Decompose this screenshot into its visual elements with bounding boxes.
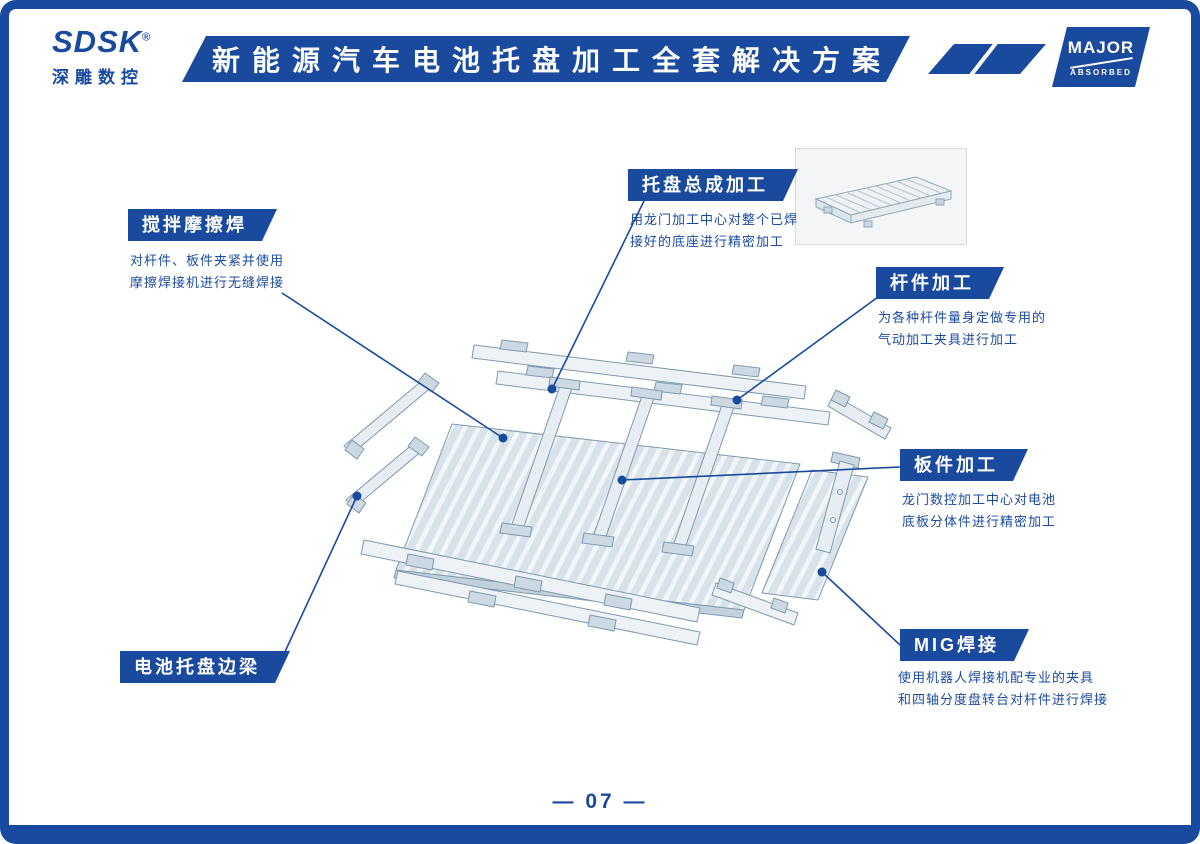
right-bracket-rail xyxy=(827,389,892,440)
bottom-rail-1 xyxy=(360,539,701,623)
leader-line-tray-assembly xyxy=(551,200,645,390)
callout-title-plate-machining: 板件加工 xyxy=(900,449,1028,481)
diagram-parts xyxy=(343,339,892,646)
right-vertical-beam xyxy=(815,451,861,554)
bottom-rail-2 xyxy=(394,570,701,646)
leader-line-plate-machining xyxy=(621,466,901,481)
callout-title-tray-assembly: 托盘总成加工 xyxy=(628,169,798,201)
leader-dot xyxy=(732,395,742,405)
leader-dot xyxy=(547,384,557,394)
leader-line-side-beam xyxy=(282,495,358,657)
leader-dot xyxy=(617,475,627,485)
left-side-beam-2 xyxy=(345,436,430,514)
assembled-tray-thumbnail xyxy=(795,148,967,245)
leader-line-friction-stir xyxy=(281,292,504,439)
callout-desc-plate-machining: 龙门数控加工中心对电池 底板分体件进行精密加工 xyxy=(902,492,1057,530)
page-title: 新能源汽车电池托盘加工全套解决方案 xyxy=(182,36,910,82)
leader-line-mig-welding xyxy=(821,571,901,646)
leader-dot xyxy=(817,567,827,577)
callout-title-side-beam: 电池托盘边梁 xyxy=(120,651,290,683)
bottom-short-rail xyxy=(711,577,799,626)
company-logo: SDSK® 深雕数控 xyxy=(52,26,151,88)
major-badge: MAJOR ABSORBED xyxy=(1052,27,1150,87)
callout-title-friction-stir-welding: 搅拌摩擦焊 xyxy=(128,209,277,241)
logo-subtitle: 深雕数控 xyxy=(52,68,144,87)
callout-desc-tray-assembly: 用龙门加工中心对整个已焊 接好的底座进行精密加工 xyxy=(630,212,799,250)
cross-beam-3 xyxy=(661,395,743,557)
callout-title-mig-welding: MIG焊接 xyxy=(900,629,1029,661)
leader-dots xyxy=(352,384,827,577)
top-rail-1 xyxy=(471,339,807,400)
leader-dot xyxy=(498,433,508,443)
leader-line-rod-machining xyxy=(736,296,879,401)
decor-slash xyxy=(965,44,999,74)
callout-desc-friction-stir-welding: 对杆件、板件夹紧并使用 摩擦焊接机进行无缝焊接 xyxy=(130,253,285,291)
callout-desc-rod-machining: 为各种杆件量身定做专用的 气动加工夹具进行加工 xyxy=(878,310,1047,348)
page-number: — 07 — xyxy=(552,790,648,813)
logo-text: SDSK® xyxy=(52,24,152,59)
registered-mark: ® xyxy=(142,31,152,44)
cross-beam-2 xyxy=(581,386,663,548)
badge-text-major: MAJOR xyxy=(1067,37,1135,57)
badge-text-absorbed: ABSORBED xyxy=(1070,67,1132,77)
callout-desc-mig-welding: 使用机器人焊接机配专业的夹具 和四轴分度盘转台对杆件进行焊接 xyxy=(898,670,1109,708)
leader-dot xyxy=(352,491,362,501)
leader-lines xyxy=(281,200,901,657)
assembled-tray-drawing xyxy=(814,176,953,228)
left-side-beam-1 xyxy=(343,372,440,460)
cross-beam-1 xyxy=(499,376,581,538)
callout-title-rod-machining: 杆件加工 xyxy=(876,267,1004,299)
